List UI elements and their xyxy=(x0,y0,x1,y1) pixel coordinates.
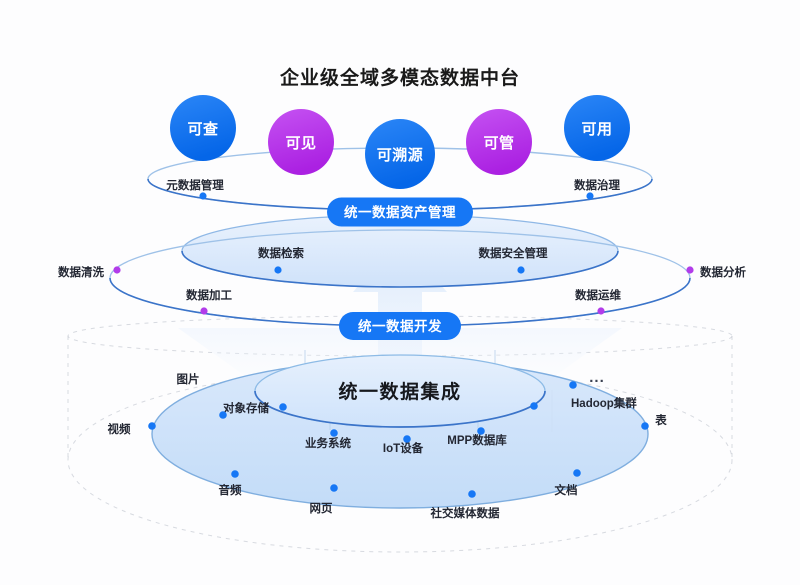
ring-dot-data-operations xyxy=(597,307,605,315)
capability-circle-2[interactable]: 可溯源 xyxy=(365,119,435,189)
ring-dot-iot-device xyxy=(403,435,411,443)
source-inner-ring-labels: 对象存储 Hadoop集群 业务系统 IoT设备 MPP数据库 xyxy=(223,396,637,455)
ring-dot-data-search xyxy=(274,266,282,274)
pill-label-asset-management: 统一数据资产管理 xyxy=(344,204,456,220)
ring-dot-webpage xyxy=(330,484,338,492)
ring-dot-audio xyxy=(231,470,239,478)
ring-label-video: 视频 xyxy=(108,422,131,436)
ring-dot-data-cleaning xyxy=(113,266,121,274)
asset-ring-labels: 数据检索 数据安全管理 xyxy=(258,246,548,274)
ring-label-image: 图片 xyxy=(177,372,200,386)
ring-label-data-analysis: 数据分析 xyxy=(700,265,746,279)
ring-dot-data-security-management xyxy=(517,266,525,274)
pill-unified-data-asset-management[interactable]: 统一数据资产管理 xyxy=(327,197,473,227)
capability-circle-3[interactable]: 可管 xyxy=(466,109,532,175)
source-inner-disc xyxy=(254,354,546,428)
capability-circles: 可查 可见 可溯源 可管 可用 xyxy=(170,95,630,189)
capability-label-4: 可用 xyxy=(581,121,612,138)
governance-ring-labels: 元数据管理 数据治理 xyxy=(166,178,620,200)
ring-label-data-security-management: 数据安全管理 xyxy=(479,246,548,260)
development-ring-labels: 数据清洗 数据分析 数据加工 数据运维 xyxy=(58,265,746,315)
ring-label-webpage: 网页 xyxy=(310,502,333,515)
ring-dot-image xyxy=(219,411,227,419)
capability-circle-0[interactable]: 可查 xyxy=(170,95,236,161)
pill-unified-data-development[interactable]: 统一数据开发 xyxy=(339,312,461,340)
core-label-data-integration: 统一数据集成 xyxy=(338,380,461,403)
capability-label-1: 可见 xyxy=(285,135,316,152)
capability-circle-1[interactable]: 可见 xyxy=(268,109,334,175)
capability-label-0: 可查 xyxy=(187,120,219,138)
ring-label-metadata-management: 元数据管理 xyxy=(166,178,224,192)
ring-label-table: 表 xyxy=(654,413,667,427)
ring-label-data-operations: 数据运维 xyxy=(575,288,621,302)
ring-dot-metadata-management xyxy=(199,192,207,200)
source-outer-ring-labels: 图片 视频 表 音频 网页 社交媒体数据 文档 ... xyxy=(108,369,668,520)
ring-label-more: ... xyxy=(589,369,605,386)
ring-label-data-processing: 数据加工 xyxy=(186,288,232,302)
ring-label-hadoop-cluster: Hadoop集群 xyxy=(571,396,637,410)
ring-dot-mpp-database xyxy=(477,427,485,435)
ring-label-mpp-database: MPP数据库 xyxy=(447,433,507,447)
ring-dot-table xyxy=(641,422,649,430)
ring-dot-document xyxy=(573,469,581,477)
ring-dot-object-storage xyxy=(279,403,287,411)
ring-dot-video xyxy=(148,422,156,430)
ring-dot-data-processing xyxy=(200,307,208,315)
capability-label-2: 可溯源 xyxy=(377,146,424,164)
ring-label-object-storage: 对象存储 xyxy=(223,401,269,415)
pill-label-data-development: 统一数据开发 xyxy=(358,318,442,334)
ring-label-audio: 音频 xyxy=(219,483,242,497)
ring-label-social-media-data: 社交媒体数据 xyxy=(430,506,500,520)
ring-dot-social-media-data xyxy=(468,490,476,498)
capability-label-3: 可管 xyxy=(483,134,514,152)
ring-dot-business-system xyxy=(330,429,338,437)
ring-dot-more xyxy=(569,381,577,389)
ring-dot-data-governance xyxy=(586,192,594,200)
ring-label-business-system: 业务系统 xyxy=(305,436,351,450)
ring-dot-data-analysis xyxy=(686,266,694,274)
capability-circle-4[interactable]: 可用 xyxy=(564,95,630,161)
ring-label-data-governance: 数据治理 xyxy=(574,178,620,192)
ring-dot-hadoop-cluster xyxy=(530,402,538,410)
ring-label-iot-device: IoT设备 xyxy=(383,441,424,455)
ring-label-data-search: 数据检索 xyxy=(258,246,304,260)
page-title: 企业级全域多模态数据中台 xyxy=(279,66,520,89)
ring-label-document: 文档 xyxy=(555,483,578,497)
ring-label-data-cleaning: 数据清洗 xyxy=(58,265,104,279)
